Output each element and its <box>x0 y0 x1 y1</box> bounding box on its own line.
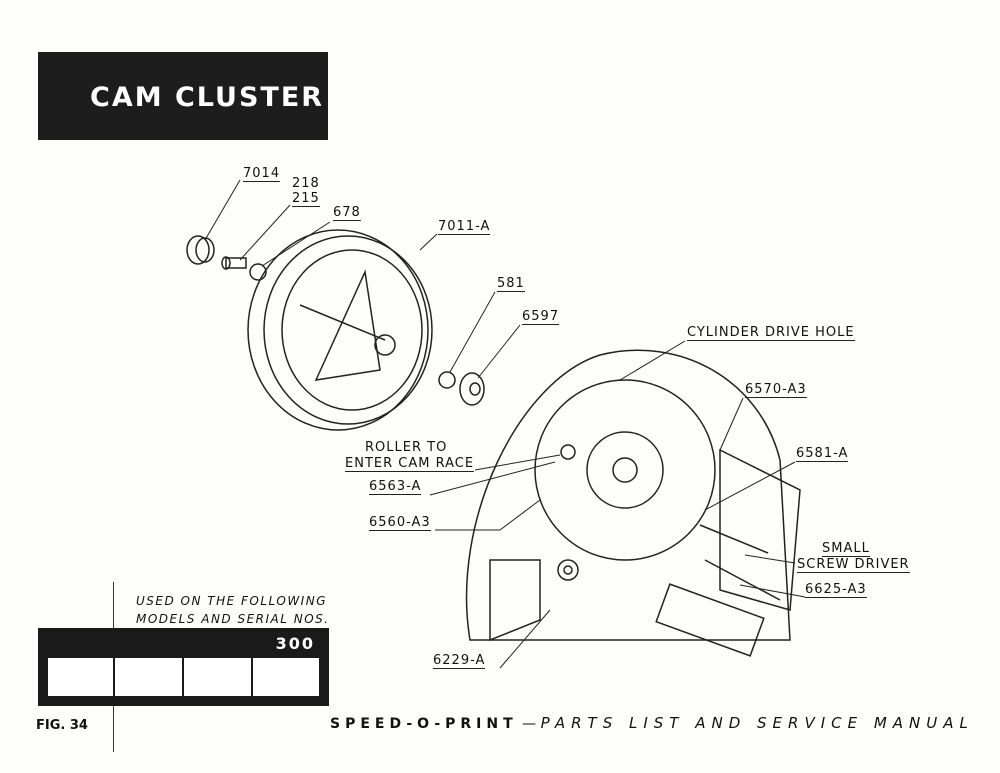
models-heading-line1: USED ON THE FOLLOWING <box>136 594 327 608</box>
title-banner: CAM CLUSTER <box>38 52 328 140</box>
callout-581: 581 <box>497 276 525 292</box>
footer: SPEED-O-PRINT — PARTS LIST AND SERVICE M… <box>330 714 974 732</box>
callout-screw-driver: SCREW DRIVER <box>797 557 910 573</box>
serial-cell <box>48 658 113 696</box>
callout-roller-line2: ENTER CAM RACE <box>345 456 475 472</box>
callout-cylinder-drive-hole: CYLINDER DRIVE HOLE <box>687 325 855 341</box>
callout-6597: 6597 <box>522 309 560 325</box>
leader-lines <box>204 179 806 669</box>
model-number: 300 <box>275 634 315 653</box>
models-table: 300 <box>38 628 329 706</box>
models-heading: USED ON THE FOLLOWING MODELS AND SERIAL … <box>136 592 330 628</box>
ring-581 <box>438 371 456 389</box>
models-heading-line2: MODELS AND SERIAL NOS. <box>136 612 330 626</box>
washer-678 <box>249 263 267 281</box>
callout-6560-a3: 6560-A3 <box>369 515 431 531</box>
callout-6570-a3: 6570-A3 <box>745 382 807 398</box>
cap-7014 <box>186 235 215 265</box>
callout-7011-a: 7011-A <box>438 219 491 235</box>
footer-subtitle: PARTS LIST AND SERVICE MANUAL <box>540 714 974 732</box>
callout-6229-a: 6229-A <box>433 653 486 669</box>
callout-215: 215 <box>292 191 320 207</box>
callout-6563-a: 6563-A <box>369 479 422 495</box>
callout-218: 218 <box>292 176 320 191</box>
cam-assembly <box>465 349 801 657</box>
screw-218 <box>221 256 247 270</box>
serial-cell <box>184 658 251 696</box>
serial-cell <box>115 658 182 696</box>
page-title: CAM CLUSTER <box>90 82 325 113</box>
callout-6581-a: 6581-A <box>796 446 849 462</box>
callout-6625-a3: 6625-A3 <box>805 582 867 598</box>
serial-cell <box>253 658 319 696</box>
callout-small: SMALL <box>822 541 870 557</box>
washer-6597 <box>459 372 485 406</box>
callout-7014: 7014 <box>243 166 281 182</box>
callout-678: 678 <box>333 205 361 221</box>
callout-roller-line1: ROLLER TO <box>365 440 448 455</box>
footer-brand: SPEED-O-PRINT <box>330 716 518 732</box>
footer-dash: — <box>522 716 537 732</box>
cam-7011a <box>247 229 433 431</box>
figure-number: FIG. 34 <box>36 718 88 733</box>
